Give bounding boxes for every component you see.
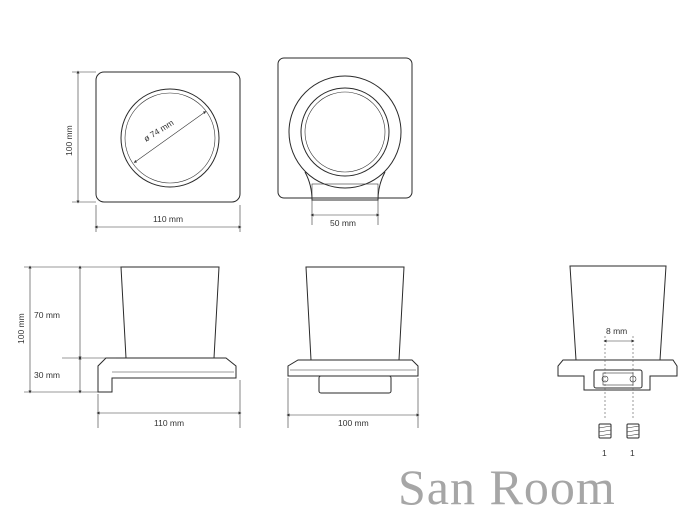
back-view-plate: [277, 57, 413, 201]
screw-right-icon: 1: [626, 423, 640, 458]
front-width-dimension: 110 mm: [96, 380, 242, 428]
screw-left-icon: 1: [598, 423, 612, 458]
top-view-plate: ø 74 mm: [95, 71, 241, 203]
screw-count-left: 1: [602, 448, 607, 458]
side-width-label: 100 mm: [338, 418, 369, 428]
mount-width-dimension: 50 mm: [310, 200, 380, 228]
side-width-dimension: 100 mm: [286, 378, 420, 428]
front-base-height-label: 30 mm: [34, 370, 60, 380]
top-height-dimension: 100 mm: [64, 70, 96, 204]
screw-count-right: 1: [630, 448, 635, 458]
top-width-label: 110 mm: [153, 214, 183, 224]
mount-detail-body: [557, 265, 678, 420]
diameter-label: ø 74 mm: [142, 117, 176, 143]
screw-spacing-dimension: 8 mm: [603, 326, 635, 343]
top-height-label: 100 mm: [64, 125, 74, 156]
side-view-body: [287, 266, 419, 394]
screw-spacing-label: 8 mm: [606, 326, 627, 336]
mount-width-label: 50 mm: [330, 218, 356, 228]
front-height-dimensions: 100 mm 70 mm 30 mm: [16, 265, 121, 394]
front-cup-height-label: 70 mm: [34, 310, 60, 320]
brand-watermark: San Room: [398, 459, 616, 515]
front-view-body: [97, 266, 237, 393]
diameter-line: [133, 111, 207, 163]
top-width-dimension: 110 mm: [94, 205, 242, 232]
front-width-label: 110 mm: [154, 418, 184, 428]
front-total-height-label: 100 mm: [16, 313, 26, 344]
